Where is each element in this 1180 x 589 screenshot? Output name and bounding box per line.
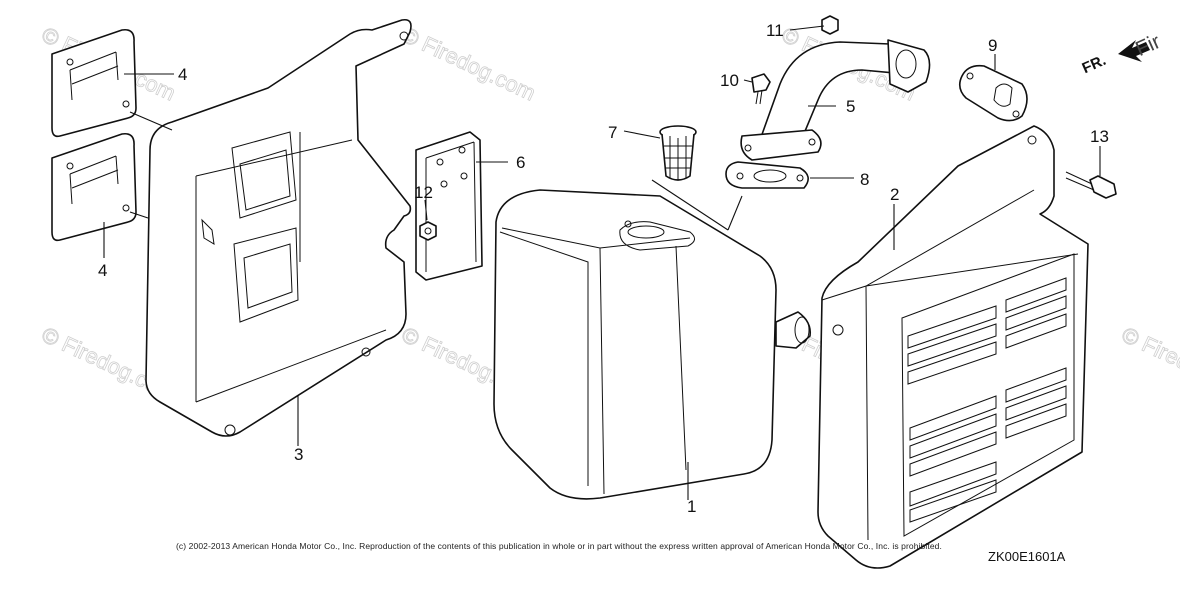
callout-7: 7 xyxy=(608,123,617,142)
front-direction-arrow xyxy=(1118,40,1150,62)
watermark-2: © Firedog.com xyxy=(398,22,540,106)
callout-13: 13 xyxy=(1090,127,1109,146)
part-3-muffler-protector xyxy=(145,18,412,437)
callout-1: 1 xyxy=(687,497,696,516)
callout-5: 5 xyxy=(846,97,855,116)
callout-12: 12 xyxy=(414,183,433,202)
part-5-exhaust-pipe xyxy=(740,39,931,161)
watermark-7: © Firedog.com xyxy=(1118,322,1180,406)
part-2-muffler-cover xyxy=(817,125,1089,569)
part-9-gasket xyxy=(958,64,1028,122)
callout-4-lower: 4 xyxy=(98,261,107,280)
callout-2: 2 xyxy=(890,185,899,204)
part-12-nut xyxy=(419,221,437,241)
part-7-screen xyxy=(659,125,697,181)
diagram-code: ZK00E1601A xyxy=(988,549,1066,564)
part-1-muffler xyxy=(493,189,812,500)
part-8-gasket xyxy=(725,161,809,189)
part-10-bolt xyxy=(751,73,771,105)
part-4-upper-plate xyxy=(51,28,137,138)
part-6-bracket xyxy=(415,131,483,281)
callout-11: 11 xyxy=(766,21,784,40)
callout-labels: 1 2 3 4 4 5 6 7 8 9 10 11 12 13 xyxy=(98,21,1109,516)
callout-6: 6 xyxy=(516,153,525,172)
callout-10: 10 xyxy=(720,71,739,90)
part-11-nut xyxy=(821,15,839,35)
copyright-notice: (c) 2002-2013 American Honda Motor Co., … xyxy=(176,541,942,551)
callout-4-upper: 4 xyxy=(178,65,187,84)
leader-lines xyxy=(103,25,1101,500)
part-13-bolt xyxy=(1065,171,1117,199)
callout-9: 9 xyxy=(988,36,997,55)
callout-8: 8 xyxy=(860,170,869,189)
callout-3: 3 xyxy=(294,445,303,464)
part-4-lower-plate xyxy=(51,132,137,242)
